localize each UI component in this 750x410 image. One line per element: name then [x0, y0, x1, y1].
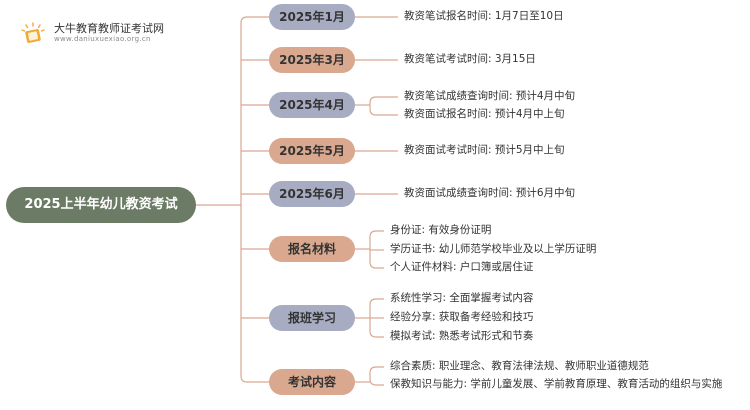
leaf-text: 身份证: 有效身份证明	[390, 224, 492, 236]
leaf-text: 教资面试成绩查询时间: 预计6月中旬	[404, 187, 576, 199]
leaf-text: 教资笔试报名时间: 1月7日至10日	[404, 10, 564, 22]
leaf-text: 经验分享: 获取备考经验和技巧	[390, 311, 534, 323]
leaf-text: 系统性学习: 全面掌握考试内容	[390, 292, 534, 304]
leaf-text: 个人证件材料: 户口簿或居住证	[390, 261, 534, 273]
leaf-text: 教资笔试成绩查询时间: 预计4月中旬	[404, 90, 576, 102]
branch-node: 2025年3月	[269, 47, 355, 73]
leaf-text: 学历证书: 幼儿师范学校毕业及以上学历证明	[390, 243, 597, 255]
branch-connector	[240, 375, 269, 383]
branch-connector	[240, 16, 269, 24]
leaf-connector	[369, 96, 398, 104]
branch-node: 2025年4月	[269, 92, 355, 118]
site-name: 大牛教育教师证考试网	[54, 22, 164, 35]
leaf-text: 教资面试考试时间: 预计5月中上旬	[404, 144, 565, 156]
branch-node: 2025年5月	[269, 138, 355, 164]
leaf-text: 模拟考试: 熟悉考试形式和节奏	[390, 330, 534, 342]
leaf-text: 教资面试报名时间: 预计4月中上旬	[404, 108, 565, 120]
root-node: 2025上半年幼儿教资考试	[6, 187, 196, 223]
branch-node: 2025年6月	[269, 181, 355, 207]
site-logo: 大牛教育教师证考试网 www.daniuxuexiao.org.cn	[20, 18, 220, 48]
leaf-text: 综合素质: 职业理念、教育法律法规、教师职业道德规范	[390, 360, 649, 372]
leaf-connector	[369, 298, 384, 306]
book-logo-icon	[21, 22, 45, 43]
branch-node: 报名材料	[269, 236, 355, 262]
leaf-text: 保教知识与能力: 学前儿童发展、学前教育原理、教育活动的组织与实施	[390, 378, 723, 390]
leaf-connector	[369, 230, 384, 238]
branch-node: 2025年1月	[269, 4, 355, 30]
leaf-connector	[369, 330, 384, 338]
leaf-connector	[369, 261, 384, 269]
leaf-connector	[369, 366, 384, 374]
leaf-connector	[369, 108, 398, 116]
leaf-text: 教资笔试考试时间: 3月15日	[404, 53, 536, 65]
branch-node: 报班学习	[269, 305, 355, 331]
leaf-connector	[369, 378, 384, 386]
branch-node: 考试内容	[269, 369, 355, 395]
site-url: www.daniuxuexiao.org.cn	[54, 35, 151, 43]
